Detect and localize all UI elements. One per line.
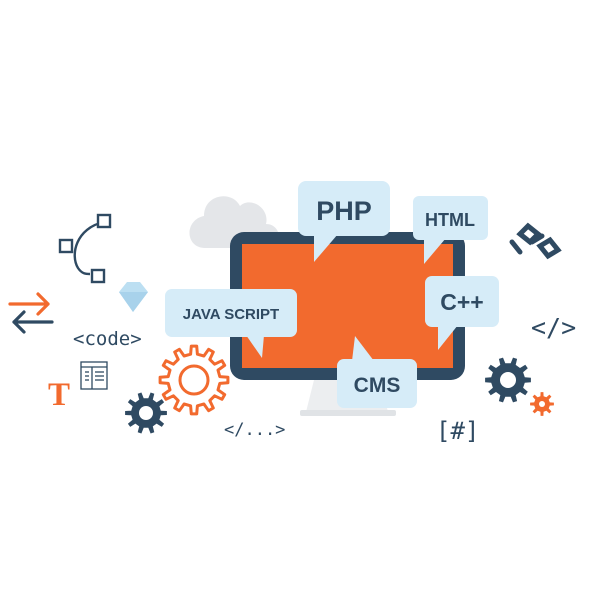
php-bubble: PHP [298, 181, 390, 262]
navy-gear-icon [125, 392, 167, 434]
php-label: PHP [316, 196, 372, 226]
code-tag-text: <code> [73, 328, 142, 350]
gear-pair-icon [485, 357, 554, 416]
orange-gear-icon [158, 344, 230, 416]
cms-label: CMS [354, 374, 401, 397]
close-tag-small-text: </...> [224, 420, 285, 440]
javascript-label: JAVA SCRIPT [183, 306, 279, 323]
chain-link-icon [509, 222, 562, 260]
hash-bracket-text: [#] [436, 417, 479, 445]
type-text-icon: T [48, 377, 70, 413]
cms-bubble: CMS [337, 336, 417, 408]
html-label: HTML [425, 210, 475, 230]
cpp-bubble: C++ [425, 276, 499, 350]
layout-window-icon [80, 361, 108, 390]
html-bubble: HTML [413, 196, 488, 264]
cpp-label: C++ [440, 289, 483, 315]
diamond-icon [119, 282, 148, 312]
bezier-pen-icon [58, 213, 112, 284]
swap-arrows-icon [8, 292, 54, 334]
close-tag-large-text: </> [531, 313, 576, 342]
monitor-icon [230, 232, 465, 416]
javascript-bubble: JAVA SCRIPT [165, 289, 297, 358]
